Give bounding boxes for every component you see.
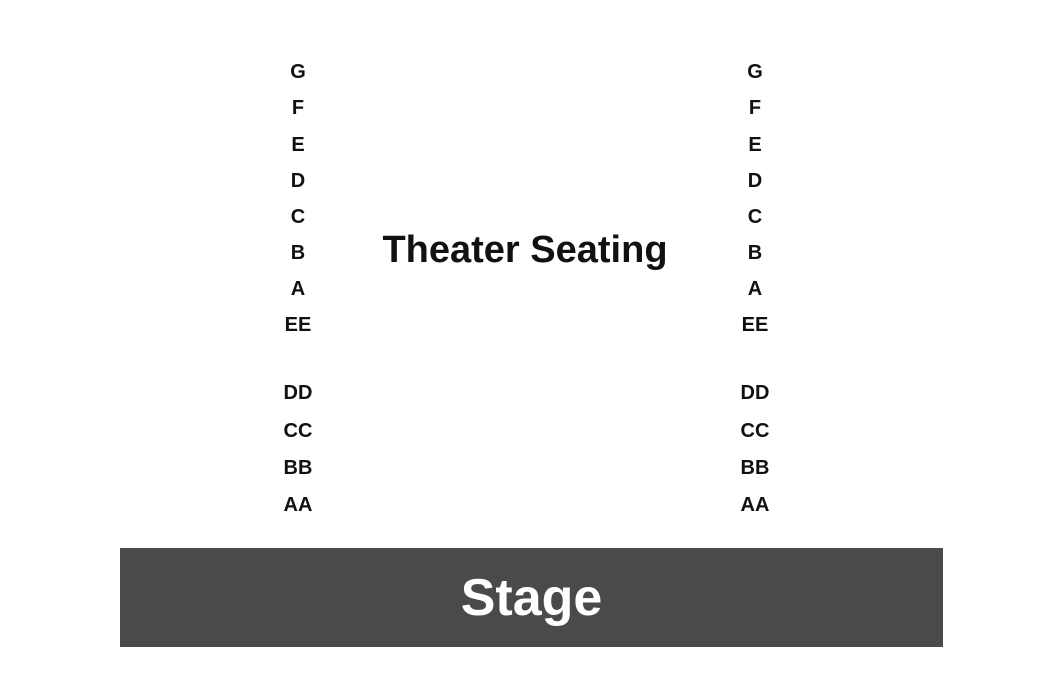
left-row-label: AA: [283, 494, 313, 516]
right-row-label: A: [747, 278, 763, 300]
stage-label: Stage: [460, 568, 603, 627]
left-row-label: D: [290, 170, 306, 192]
left-row-label: BB: [283, 457, 313, 479]
right-row-label: BB: [740, 457, 770, 479]
right-row-label: B: [747, 242, 763, 264]
left-row-label: F: [291, 97, 305, 119]
stage: Stage: [120, 548, 943, 647]
left-row-label: E: [291, 134, 305, 156]
left-row-label: C: [290, 206, 306, 228]
left-row-label: EE: [284, 314, 312, 336]
right-row-label: F: [748, 97, 762, 119]
right-row-label: G: [747, 61, 763, 83]
right-row-label: AA: [740, 494, 770, 516]
left-row-label: G: [290, 61, 306, 83]
right-row-label: CC: [740, 420, 770, 442]
left-row-label: DD: [283, 382, 313, 404]
right-row-label: EE: [741, 314, 769, 336]
right-row-label: C: [747, 206, 763, 228]
section-title: Theater Seating: [382, 229, 668, 271]
right-row-label: E: [748, 134, 762, 156]
right-row-label: D: [747, 170, 763, 192]
right-row-label: DD: [740, 382, 770, 404]
left-row-label: CC: [283, 420, 313, 442]
left-row-label: B: [290, 242, 306, 264]
left-row-label: A: [290, 278, 306, 300]
